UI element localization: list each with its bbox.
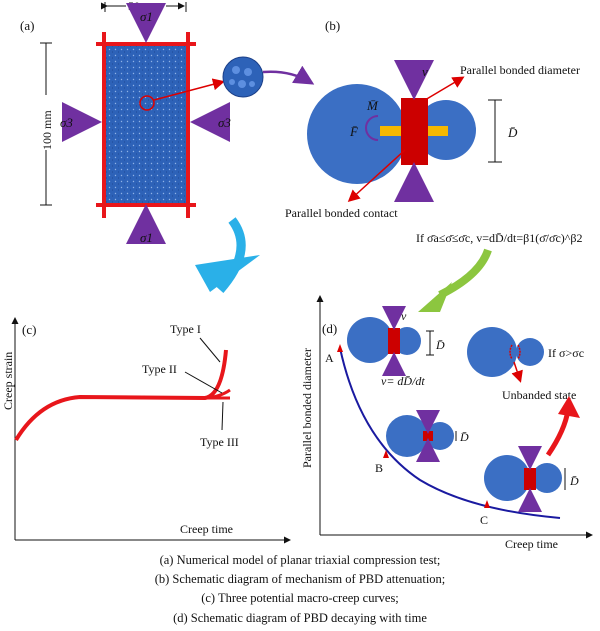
b-diameter-symbol: D̄ [459, 430, 469, 444]
moment-arrow [365, 115, 379, 141]
captions: (a) Numerical model of planar triaxial c… [155, 553, 446, 625]
sigma1-top: σ1 [140, 9, 153, 24]
large-particle [307, 84, 407, 184]
panel-b-label: (b) [325, 18, 340, 33]
point-a: A [325, 351, 334, 365]
diameter-dimension: D̄ [488, 99, 518, 163]
contact-label: Parallel bonded contact [285, 206, 398, 220]
green-arrow-head [418, 282, 452, 312]
blue-curved-arrow [216, 217, 246, 293]
bond-state-broken: If σ>σc Unbanded state [467, 327, 584, 402]
stress-arrows [62, 3, 230, 244]
caption-b: (b) Schematic diagram of mechanism of PB… [155, 572, 446, 586]
panel-c: (c) Creep strain Creep time Type I Type … [1, 317, 291, 544]
selection-circle [139, 95, 155, 111]
unbanded-label: Unbanded state [502, 388, 576, 402]
caption-d: (d) Schematic diagram of PBD decaying wi… [173, 611, 427, 625]
point-c: C [480, 513, 488, 527]
type1-label: Type I [170, 322, 201, 336]
diameter-symbol: D̄ [507, 125, 518, 140]
specimen [106, 44, 186, 204]
height-dimension: 100 mm [40, 42, 54, 206]
zoom-arrow [153, 78, 225, 101]
panel-d: (d) Parallel bonded diameter Creep time … [300, 295, 593, 551]
particle-zoom-icon [222, 56, 264, 98]
d-diameter-symbol: D̄ [435, 338, 445, 352]
red-transition-arrow [545, 409, 571, 457]
c-xlabel: Creep time [180, 522, 233, 536]
force-symbol: F̄ [349, 124, 359, 139]
bond-state-c: D̄ [484, 446, 579, 512]
moment-symbol: M̄ [366, 98, 379, 113]
type3-label: Type III [200, 435, 239, 449]
sigma3-left: σ3 [60, 115, 73, 130]
caption-c: (c) Three potential macro-creep curves; [201, 591, 399, 605]
panel-b: (b) v Parallel bonded diameter D̄ M̄ F̄ … [285, 18, 580, 220]
sigma3-right: σ3 [218, 115, 231, 130]
sigma1-bottom: σ1 [140, 230, 153, 245]
parallel-bond [401, 98, 428, 165]
panel-d-label: (d) [322, 321, 337, 336]
point-b: B [375, 461, 383, 475]
velocity-symbol: v [422, 64, 428, 79]
d-xlabel: Creep time [505, 537, 558, 551]
velocity-equation: v= dD̄/dt [381, 374, 425, 388]
panel-a: (a) 50 mm 100 mm σ1 [20, 0, 315, 245]
c-ylabel: Creep strain [1, 352, 15, 410]
type2-label: Type II [142, 362, 177, 376]
panel-c-label: (c) [22, 322, 36, 337]
blue-arrow-head [195, 255, 260, 292]
height-dim-text: 100 mm [40, 110, 54, 150]
type1-curve [14, 349, 228, 442]
panel-a-label: (a) [20, 18, 34, 33]
c-diameter-symbol: D̄ [569, 474, 579, 488]
d-ylabel: Parallel bonded diameter [300, 348, 314, 468]
caption-a: (a) Numerical model of planar triaxial c… [160, 553, 441, 567]
to-b-arrow [262, 65, 315, 85]
bond-state-b: D̄ [386, 410, 469, 462]
diameter-label: Parallel bonded diameter [460, 63, 580, 77]
d-velocity: v [401, 309, 407, 323]
pbd-decay-curve [339, 347, 561, 519]
attenuation-formula: If σ̄a≤σ̄≤σ̄c, v=dD̄/dt=β1(σ̄/σ̄c)^β2 [416, 231, 583, 245]
break-condition: If σ>σc [548, 346, 584, 360]
bond-state-a: v D̄ v= dD̄/dt [347, 306, 445, 388]
